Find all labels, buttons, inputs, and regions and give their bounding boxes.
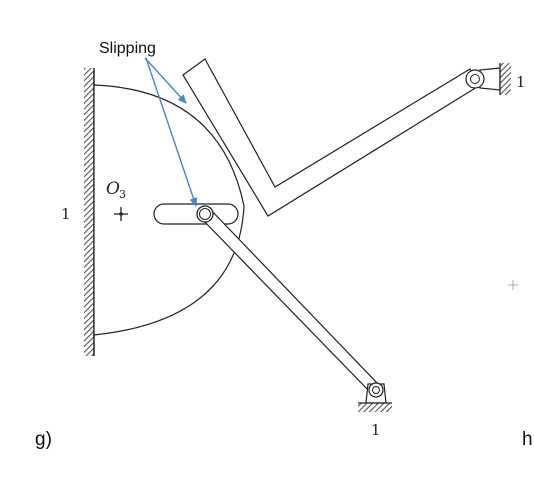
ground-label-left: 1 bbox=[61, 205, 71, 223]
connecting-link bbox=[199, 206, 380, 394]
slipping-arrow-slot bbox=[145, 57, 198, 207]
ground-label-bottom: 1 bbox=[371, 421, 381, 439]
slipping-arrow-cam bbox=[144, 57, 187, 104]
ground-label-right: 1 bbox=[516, 73, 526, 91]
left-ground-hatch bbox=[84, 68, 94, 356]
slot-pin-inner bbox=[199, 208, 211, 220]
cam-slot bbox=[153, 203, 239, 225]
crosshair-mark bbox=[508, 280, 518, 290]
bent-follower-link bbox=[182, 58, 478, 217]
pivot-label-o: O bbox=[106, 179, 120, 199]
slipping-label: Slipping bbox=[99, 40, 156, 57]
pivot-o3-marker bbox=[114, 207, 128, 221]
figure-label-g: g) bbox=[35, 429, 52, 450]
figure-label-h: h bbox=[522, 429, 533, 450]
bottom-ground-pivot bbox=[358, 382, 392, 412]
right-ground-pivot bbox=[465, 63, 511, 95]
pivot-label-subscript: 3 bbox=[119, 188, 126, 201]
